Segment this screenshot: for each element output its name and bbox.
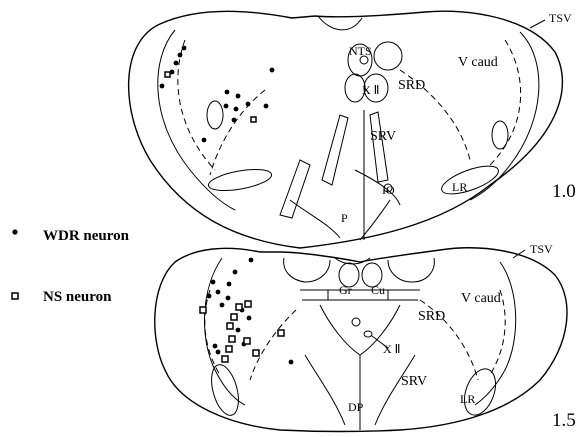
legend-wdr-marker bbox=[12, 229, 17, 234]
ns-neuron-marker bbox=[229, 336, 235, 342]
top-label-io: IO bbox=[382, 183, 395, 197]
wdr-neuron-marker bbox=[270, 68, 275, 73]
top-srv-col-2 bbox=[370, 112, 388, 182]
bottom-ns-neurons bbox=[200, 301, 284, 362]
ns-neuron-marker bbox=[227, 323, 233, 329]
top-left-ventral-region bbox=[207, 166, 273, 195]
legend: WDR neuron NS neuron bbox=[12, 228, 130, 305]
bottom-dp-arc-left bbox=[305, 355, 345, 425]
top-left-nucleus bbox=[207, 101, 223, 129]
top-notch bbox=[318, 16, 362, 30]
bottom-dash-left-inner bbox=[250, 310, 296, 380]
wdr-neuron-marker bbox=[213, 344, 218, 349]
bottom-wdr-neurons bbox=[207, 258, 294, 365]
bottom-label-gr: Gr bbox=[339, 283, 352, 297]
ns-neuron-marker bbox=[200, 307, 206, 313]
bottom-label-dp: DP bbox=[348, 400, 364, 414]
bottom-vcaud-dash-left bbox=[205, 290, 220, 375]
top-label-srv: SRV bbox=[370, 129, 396, 144]
wdr-neuron-marker bbox=[236, 94, 241, 99]
wdr-neuron-marker bbox=[207, 294, 212, 299]
top-right-nucleus bbox=[492, 121, 508, 149]
top-label-nts: NTS bbox=[349, 44, 372, 58]
bottom-xii-nucleus bbox=[364, 331, 372, 337]
wdr-neuron-marker bbox=[232, 118, 237, 123]
legend-ns-marker bbox=[12, 293, 18, 299]
top-label-xii: X Ⅱ bbox=[362, 83, 380, 97]
bottom-section: TSV Gr Cu V caud SRD X Ⅱ SRV LR DP 1.5 bbox=[155, 242, 576, 432]
wdr-neuron-marker bbox=[226, 296, 231, 301]
wdr-neuron-marker bbox=[220, 303, 225, 308]
bottom-label-vcaud: V caud bbox=[461, 291, 501, 306]
top-nts-right bbox=[374, 42, 402, 70]
top-label-tsv: TSV bbox=[549, 11, 572, 25]
ns-neuron-marker bbox=[236, 304, 242, 310]
bottom-label-srv: SRV bbox=[401, 374, 427, 389]
top-srv-col-1 bbox=[322, 115, 348, 185]
wdr-neuron-marker bbox=[234, 107, 239, 112]
bottom-dp-arc-right bbox=[375, 355, 415, 425]
ns-neuron-marker bbox=[165, 72, 170, 77]
top-label-srd: SRD bbox=[398, 78, 425, 93]
top-lr-region bbox=[438, 160, 501, 199]
ns-neuron-marker bbox=[231, 314, 237, 320]
bottom-central-canal bbox=[352, 318, 360, 326]
wdr-neuron-marker bbox=[216, 290, 221, 295]
bottom-label-level: 1.5 bbox=[552, 410, 576, 431]
wdr-neuron-marker bbox=[174, 61, 179, 66]
wdr-neuron-marker bbox=[160, 84, 165, 89]
ns-neuron-marker bbox=[222, 356, 228, 362]
top-srv-col-3 bbox=[280, 160, 310, 218]
wdr-neuron-marker bbox=[264, 104, 269, 109]
legend-ns-label: NS neuron bbox=[43, 289, 112, 305]
top-wdr-neurons bbox=[160, 46, 275, 143]
top-p-arc-left bbox=[290, 200, 340, 238]
wdr-neuron-marker bbox=[224, 104, 229, 109]
ns-neuron-marker bbox=[245, 301, 251, 307]
wdr-neuron-marker bbox=[247, 316, 252, 321]
wdr-neuron-marker bbox=[216, 350, 221, 355]
wdr-neuron-marker bbox=[227, 282, 232, 287]
ns-neuron-marker bbox=[253, 350, 259, 356]
wdr-neuron-marker bbox=[236, 328, 241, 333]
bottom-label-tsv: TSV bbox=[530, 242, 553, 256]
wdr-neuron-marker bbox=[246, 102, 251, 107]
bottom-label-srd: SRD bbox=[418, 309, 445, 324]
bottom-dorsal-block-left bbox=[284, 258, 330, 282]
legend-wdr-label: WDR neuron bbox=[43, 228, 130, 244]
wdr-neuron-marker bbox=[211, 280, 216, 285]
bottom-label-xii: X Ⅱ bbox=[383, 342, 401, 356]
top-ns-neurons bbox=[165, 72, 256, 122]
ns-neuron-marker bbox=[226, 346, 232, 352]
wdr-neuron-marker bbox=[202, 138, 207, 143]
top-label-lr: LR bbox=[452, 180, 467, 194]
top-label-vcaud: V caud bbox=[458, 55, 498, 70]
wdr-neuron-marker bbox=[289, 360, 294, 365]
ns-neuron-marker bbox=[251, 117, 256, 122]
ns-neuron-marker bbox=[278, 330, 284, 336]
bottom-label-lr: LR bbox=[460, 392, 475, 406]
wdr-neuron-marker bbox=[178, 53, 183, 58]
bottom-label-cu: Cu bbox=[371, 283, 385, 297]
top-label-level: 1.0 bbox=[552, 181, 576, 202]
bottom-left-ventral-region bbox=[207, 362, 244, 418]
wdr-neuron-marker bbox=[225, 90, 230, 95]
top-dorsal-horn-border bbox=[158, 30, 235, 210]
top-tsv-tick bbox=[530, 20, 545, 28]
top-section: TSV NTS X Ⅱ V caud SRD SRV LR IO P 1.0 bbox=[129, 11, 576, 248]
wdr-neuron-marker bbox=[249, 258, 254, 263]
wdr-neuron-marker bbox=[182, 46, 187, 51]
ns-neuron-marker bbox=[244, 338, 250, 344]
top-label-p: P bbox=[341, 211, 348, 225]
wdr-neuron-marker bbox=[233, 270, 238, 275]
bottom-dorsal-block-right bbox=[388, 258, 434, 282]
